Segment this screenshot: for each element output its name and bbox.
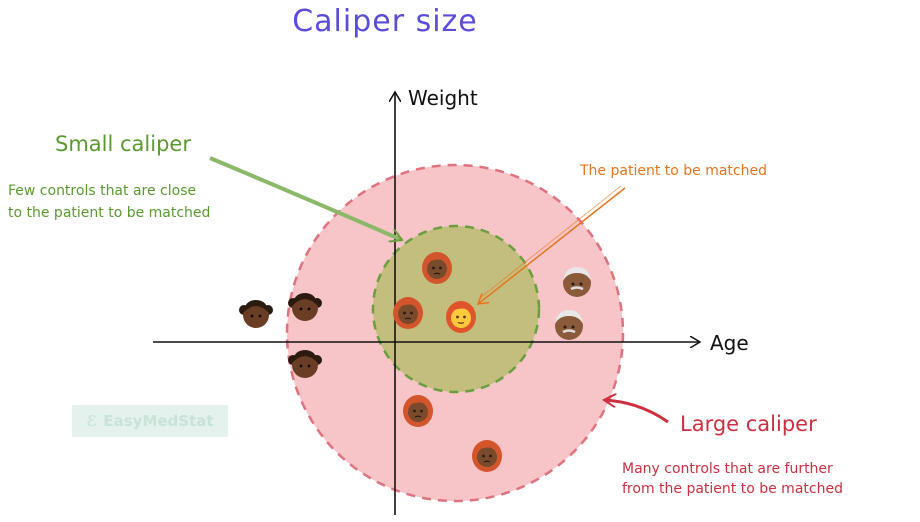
control-girl-icon <box>288 350 322 378</box>
large-caliper-description-line: Many controls that are further <box>622 461 833 477</box>
control-woman-red-hair-icon <box>393 297 423 329</box>
large-caliper-description: Many controls that are further from the … <box>622 459 843 499</box>
control-old-man-icon <box>563 267 591 297</box>
control-woman-red-hair-icon <box>403 395 433 427</box>
y-axis-label: Weight <box>408 86 478 110</box>
patient-arrow <box>478 187 626 304</box>
easymedstat-logo-icon: ℰ <box>86 412 98 430</box>
large-caliper-arrow <box>604 400 669 424</box>
small-caliper-description-line: to the patient to be matched <box>8 205 211 221</box>
patient-label: The patient to be matched <box>580 163 767 179</box>
small-caliper-description-line: Few controls that are close <box>8 183 197 199</box>
small-caliper-label: Small caliper <box>55 132 191 156</box>
control-woman-red-hair-icon <box>422 252 452 284</box>
patient-icon <box>446 301 476 333</box>
control-old-man-icon <box>555 310 583 340</box>
page-title: Caliper size <box>292 4 478 39</box>
small-caliper-arrow <box>209 156 402 240</box>
easymedstat-watermark: ℰ EasyMedStat <box>72 405 228 437</box>
control-girl-icon <box>239 300 273 328</box>
control-girl-icon <box>288 293 322 321</box>
watermark-text: EasyMedStat <box>103 412 214 430</box>
x-axis-label: Age <box>710 331 749 355</box>
large-caliper-description-line: from the patient to be matched <box>622 481 843 497</box>
large-caliper-label: Large caliper <box>680 412 817 436</box>
small-caliper-description: Few controls that are close to the patie… <box>8 180 210 224</box>
patient-arrow-echo <box>479 185 622 299</box>
control-woman-red-hair-icon <box>472 440 502 472</box>
